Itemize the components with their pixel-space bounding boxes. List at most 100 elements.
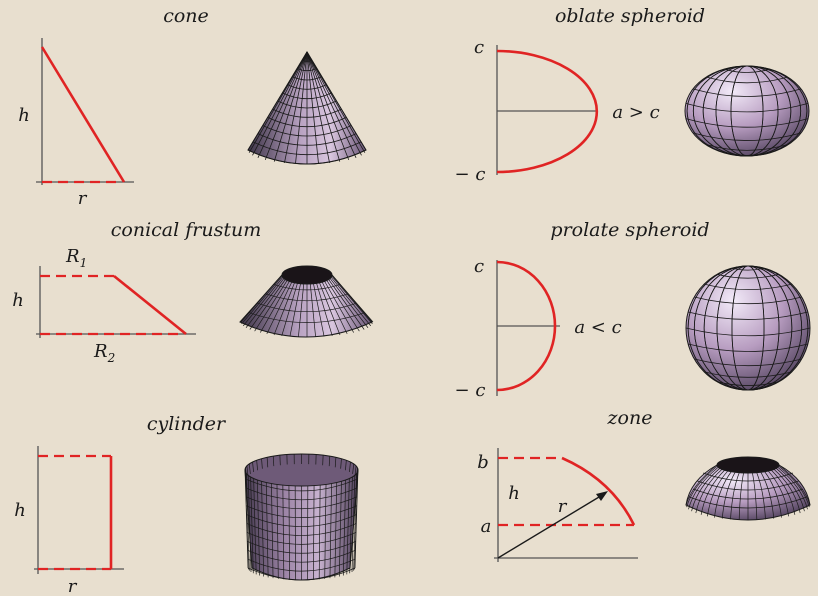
mesh-line: [276, 484, 279, 579]
oblate-half-ellipse: [496, 49, 599, 174]
mesh-line: [688, 466, 719, 510]
prolate-spheroid-render: [685, 265, 811, 391]
frustum-R2-label: R2: [93, 341, 115, 365]
mesh-line: [249, 279, 286, 330]
mesh-line: [778, 465, 810, 508]
mesh-line: [349, 476, 353, 574]
mesh-line: [354, 469, 359, 569]
mesh-line: [319, 282, 341, 336]
mesh-line: [252, 51, 308, 156]
mesh-line: [725, 69, 769, 73]
mesh-line: [721, 472, 736, 519]
mesh-line: [691, 468, 721, 512]
mesh-line: [318, 485, 321, 580]
mesh-line: [288, 485, 290, 580]
frustum-slant-line: [113, 274, 187, 336]
prolate-c-bottom-label: − c: [455, 380, 486, 401]
mesh-line: [777, 466, 808, 510]
mesh-line: [773, 469, 801, 514]
mesh-line: [685, 464, 718, 506]
mesh-line: [351, 475, 356, 572]
mesh-line: [764, 471, 782, 518]
zone-title: zone: [607, 407, 653, 429]
mesh-line: [345, 460, 347, 471]
mesh-line: [264, 51, 308, 161]
mesh-line: [328, 279, 365, 330]
mesh-line: [685, 118, 809, 128]
mesh-line: [704, 283, 792, 291]
mesh-line: [346, 478, 350, 575]
conical-frustum-panel: conical frustum R1 h R2: [12, 219, 374, 365]
oblate-relation-label: a > c: [612, 102, 659, 123]
oblate-c-bottom-label: − c: [455, 164, 486, 185]
mesh-line: [686, 65, 808, 157]
mesh-line: [695, 469, 723, 514]
oblate-spheroid-panel: oblate spheroid c − c a > c: [455, 5, 810, 185]
mesh-line: [342, 479, 347, 576]
mesh-line: [693, 132, 801, 141]
oblate-c-top-label: c: [474, 37, 484, 58]
mesh-line: [707, 470, 728, 517]
mesh-line: [760, 472, 775, 519]
mesh-line: [321, 281, 348, 335]
mesh-line: [246, 465, 249, 476]
mesh-line: [694, 358, 802, 367]
zone-r-label: r: [558, 496, 568, 517]
mesh-line: [257, 51, 308, 158]
mesh-line: [334, 482, 338, 578]
mesh-line: [246, 473, 250, 571]
mesh-line: [338, 481, 342, 577]
mesh-line: [289, 283, 301, 337]
mesh-line: [248, 51, 308, 153]
mesh-line: [685, 102, 809, 113]
cone-h-label: h: [18, 105, 30, 126]
mesh-line: [245, 471, 249, 570]
mesh-line: [245, 278, 285, 328]
zone-b-label: b: [477, 452, 489, 473]
mesh-line: [686, 465, 718, 508]
mesh-line: [694, 296, 802, 305]
cylinder-h-label: h: [14, 500, 26, 521]
cylinder-title: cylinder: [147, 413, 227, 435]
mesh-line: [778, 464, 811, 506]
zone-radius-arrow: [497, 493, 605, 559]
mesh-line: [273, 51, 308, 162]
mesh-line: [716, 273, 780, 279]
cone-panel: cone h r: [18, 5, 367, 209]
mesh-line: [309, 283, 316, 337]
mesh-line: [248, 463, 251, 474]
mesh-line: [272, 456, 275, 467]
mesh-line: [281, 283, 298, 336]
mesh-line: [284, 51, 308, 164]
mesh-line: [250, 476, 254, 574]
cylinder-r-label: r: [68, 576, 78, 596]
mesh-line: [266, 457, 269, 468]
prolate-relation-label: a < c: [574, 317, 621, 338]
mesh-line: [306, 51, 350, 161]
mesh-line: [688, 311, 808, 320]
mesh-line: [738, 472, 744, 520]
cone-r-label: r: [78, 188, 88, 209]
mesh-line: [324, 484, 327, 579]
cylinder-panel: cylinder h r: [14, 413, 359, 596]
mesh-line: [330, 277, 372, 327]
mesh-line: [306, 51, 341, 162]
prolate-spheroid-panel: prolate spheroid c − c a < c: [455, 219, 811, 401]
mesh-line: [352, 463, 355, 474]
mesh-line: [329, 483, 332, 579]
zone-render: [685, 456, 811, 521]
mesh-line: [295, 51, 308, 164]
mesh-line: [752, 472, 758, 520]
mesh-line: [685, 327, 811, 337]
zone-arrowhead: [596, 491, 608, 501]
mesh-line: [349, 461, 351, 473]
mesh-line: [334, 457, 337, 468]
mesh-line: [266, 281, 293, 335]
mesh-line: [306, 51, 330, 164]
mesh-line: [687, 265, 809, 391]
frustum-R1-label: R1: [65, 246, 87, 270]
mesh-line: [331, 275, 373, 325]
conical-frustum-render: [239, 265, 374, 338]
mesh-line: [316, 283, 333, 336]
zone-arc: [561, 456, 636, 526]
